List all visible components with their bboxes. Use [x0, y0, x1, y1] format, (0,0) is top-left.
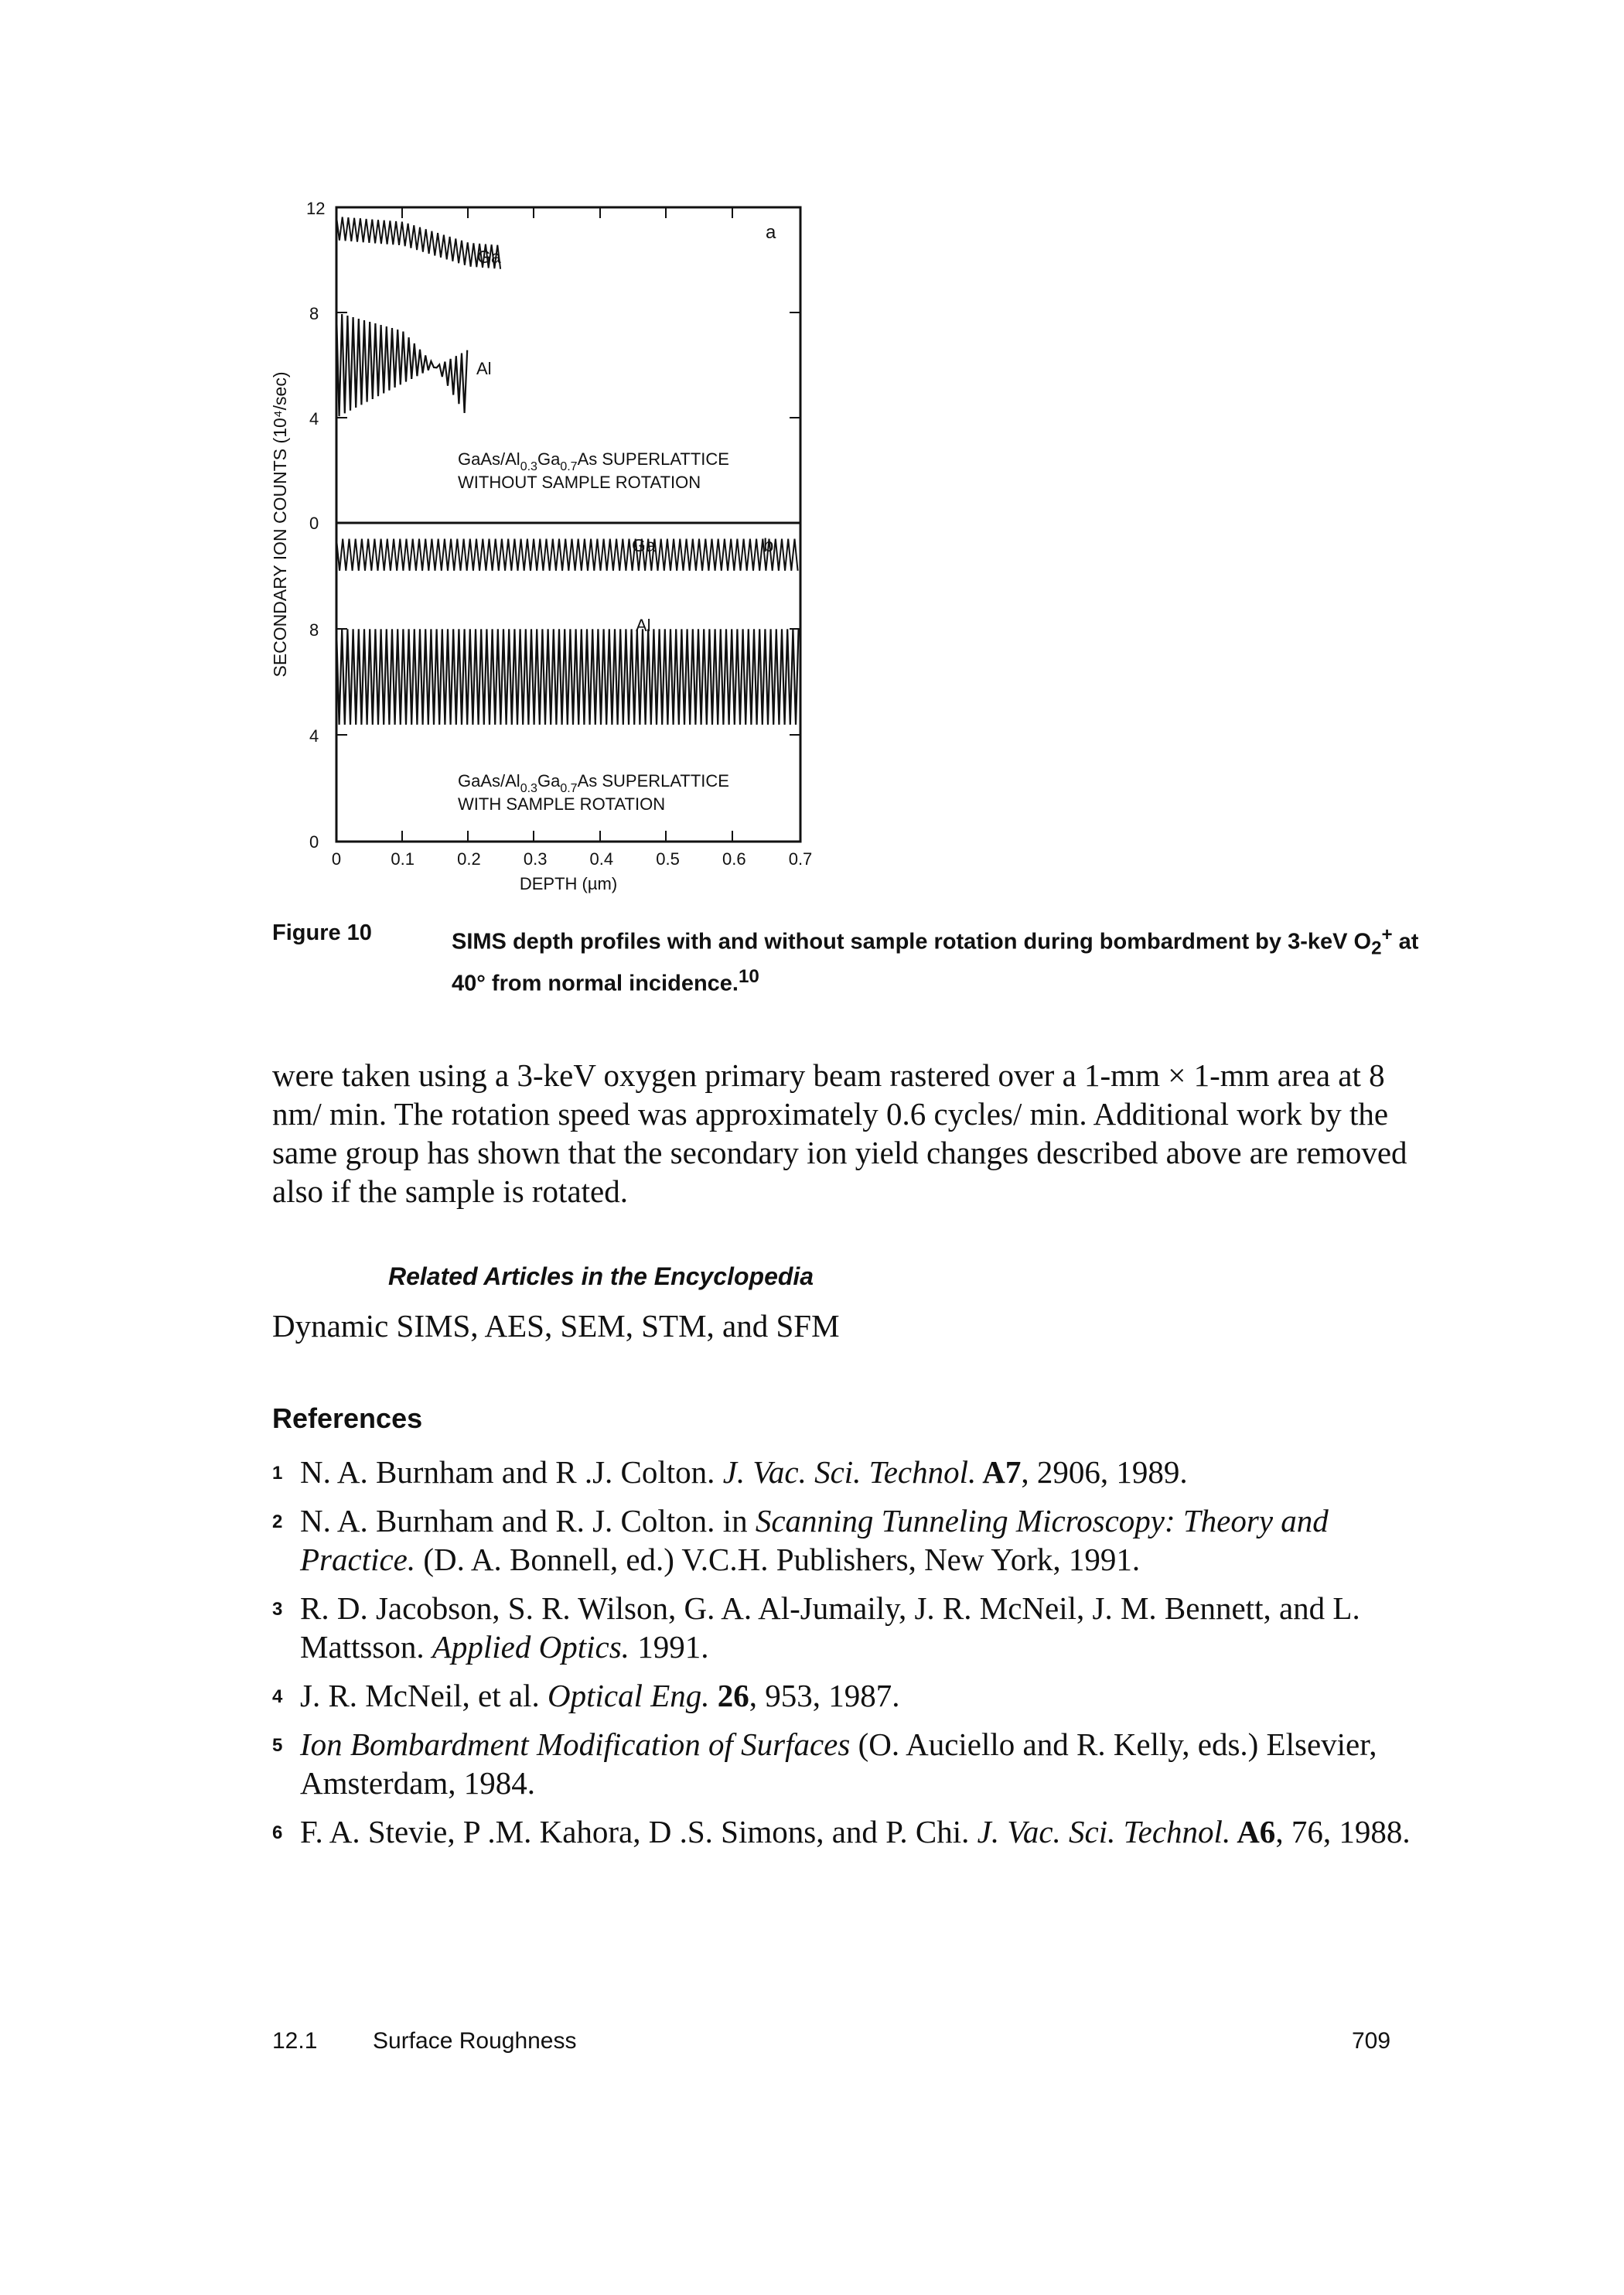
- x-tick-label: 0.4: [590, 849, 614, 869]
- x-tick-label: 0: [332, 849, 341, 869]
- figure-caption: SIMS depth profiles with and without sam…: [452, 924, 1419, 997]
- footer-section-number: 12.1: [272, 2028, 318, 2054]
- series-line-b-ga: [336, 538, 799, 571]
- ytick-b-0: 0: [309, 832, 319, 852]
- page-number: 709: [1352, 2028, 1391, 2054]
- ytick-a-4: 4: [309, 409, 319, 429]
- series-line-a-ga: [336, 216, 502, 269]
- sims-depth-profile-figure: SECONDARY ION COUNTS (10⁴/sec) 12 8 4 0 …: [270, 199, 813, 893]
- x-tick-label: 0.2: [457, 849, 481, 869]
- ytick-a-8: 8: [309, 304, 319, 323]
- related-articles-heading: Related Articles in the Encyclopedia: [388, 1262, 814, 1290]
- footer-section-title: Surface Roughness: [373, 2028, 577, 2054]
- x-tick-label: 0.1: [391, 849, 415, 869]
- series-line-b-al: [335, 629, 800, 725]
- series-label-a-al: Al: [476, 359, 492, 378]
- references-heading: References: [272, 1402, 423, 1434]
- x-tick-label: 0.5: [656, 849, 680, 869]
- annotation-b-line1: GaAs/Al0.3Ga0.7As SUPERLATTICE: [458, 771, 729, 795]
- series-line-a-al: [335, 312, 469, 417]
- annotation-a-line1: GaAs/Al0.3Ga0.7As SUPERLATTICE: [458, 449, 729, 473]
- annotation-a-line2: WITHOUT SAMPLE ROTATION: [458, 473, 701, 492]
- ytick-a-12: 12: [306, 199, 325, 218]
- series-label-b-al: Al: [636, 616, 651, 635]
- related-articles-list: Dynamic SIMS, AES, SEM, STM, and SFM: [272, 1308, 840, 1344]
- ytick-b-8: 8: [309, 620, 319, 640]
- ytick-a-0: 0: [309, 514, 319, 533]
- figure-label: Figure 10: [272, 920, 372, 945]
- x-axis-label: DEPTH (µm): [520, 874, 617, 893]
- ytick-b-4: 4: [309, 726, 319, 746]
- annotation-b-line2: WITH SAMPLE ROTATION: [458, 794, 665, 814]
- x-tick-label: 0.6: [722, 849, 746, 869]
- panel-label-a: a: [766, 222, 776, 243]
- y-axis-label: SECONDARY ION COUNTS (10⁴/sec): [270, 372, 290, 678]
- x-tick-label: 0.3: [524, 849, 548, 869]
- body-paragraph: were taken using a 3-keV oxygen primary …: [272, 1057, 1407, 1209]
- panel-b-frame: [335, 521, 802, 843]
- x-tick-label: 0.7: [789, 849, 813, 869]
